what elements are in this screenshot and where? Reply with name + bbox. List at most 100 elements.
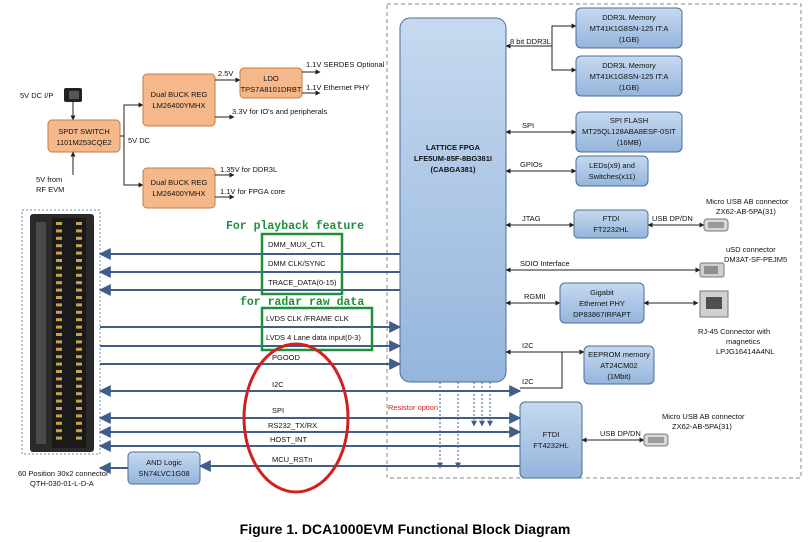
eeprom-title: EEPROM memory: [588, 350, 650, 359]
connector-pin: [76, 407, 82, 410]
ddr3l-bus-label: 8 bit DDR3L: [510, 37, 551, 46]
dc-input-label: 5V DC I/P: [20, 91, 53, 100]
rail-ddr3l: 1.35V for DDR3L: [220, 165, 277, 174]
rail-fpga-core: 1.1V for FPGA core: [220, 187, 285, 196]
usb1-title: Micro USB AB connector: [706, 197, 789, 206]
spi-flash-title: SPI FLASH: [610, 116, 648, 125]
gpio-bus-label: GPIOs: [520, 160, 543, 169]
usd-connector-icon: [699, 262, 725, 278]
rail-eth-phy: 1.1V Ethernet PHY: [306, 83, 369, 92]
connector-pin: [76, 384, 82, 388]
connector-pin: [76, 259, 82, 262]
connector-pin: [76, 370, 82, 373]
connector-pin: [56, 244, 62, 248]
connector-pin: [76, 325, 82, 329]
rail-serdes: 1.1V SERDES Optional: [306, 60, 385, 69]
connector-pin: [76, 429, 82, 433]
connector-pin: [56, 407, 62, 410]
micro-usb-icon: [703, 218, 729, 232]
eth-sub: Ethernet PHY: [579, 299, 625, 308]
connector-pin: [56, 355, 62, 359]
sig-pgood: PGOOD: [272, 353, 301, 362]
rail-ios: 3.3V for IO's and peripherals: [232, 107, 327, 116]
red-ellipse-highlight: [242, 342, 350, 494]
connector-pin: [56, 251, 62, 255]
sig-dmm-mux: DMM_MUX_CTL: [268, 240, 325, 249]
connector-pin: [76, 414, 82, 418]
fpga-block: [399, 17, 507, 383]
connector-pin: [56, 281, 62, 285]
connector-pin: [76, 399, 82, 403]
connector-pin: [76, 244, 82, 248]
sig-lvds-clk: LVDS CLK /FRAME CLK: [266, 314, 349, 323]
jtag-bus-label: JTAG: [522, 214, 541, 223]
eth-part: DP83867IRPAPT: [573, 310, 631, 319]
connector-pin: [56, 288, 62, 292]
fpga-title: LATTICE FPGA: [426, 143, 481, 152]
sig-dmm-clk: DMM CLK/SYNC: [268, 259, 326, 268]
buck-reg-2: [142, 167, 216, 209]
leds-sub: Switches(x11): [589, 172, 636, 181]
ftdi2-part: FT4232HL: [533, 441, 568, 450]
connector-pin: [56, 303, 62, 307]
eeprom-i2c-label: I2C: [522, 341, 534, 350]
connector-pin: [76, 266, 82, 270]
sig-lvds-data: LVDS 4 Lane data input(0-3): [266, 333, 361, 342]
buck1-title: Dual BUCK REG: [151, 90, 208, 99]
connector-pin: [56, 266, 62, 270]
board-outline: [386, 3, 802, 479]
spi-flash: [575, 111, 683, 153]
spi-bus-label: SPI: [522, 121, 534, 130]
usb2-part: ZX62-AB-5PA(31): [672, 422, 732, 431]
connector-pin: [56, 325, 62, 329]
usd-title: uSD connector: [726, 245, 776, 254]
connector-part: QTH-030-01-L-D-A: [30, 479, 94, 488]
samtec-connector: [21, 209, 101, 455]
connector-pin: [76, 229, 82, 233]
connector-pin: [56, 318, 62, 322]
radar-label: for radar raw data: [240, 296, 364, 309]
connector-pin: [56, 421, 62, 425]
connector-pin: [56, 273, 62, 277]
rj45-part: LPJG16414A4NL: [716, 347, 774, 356]
connector-pin: [56, 414, 62, 418]
resistor-option-label: Resistor option: [388, 403, 438, 412]
and-logic-title: AND Logic: [146, 458, 182, 467]
ftdi2-i2c-label: I2C: [522, 377, 534, 386]
connector-pin: [76, 310, 82, 314]
sig-spi: SPI: [272, 406, 284, 415]
ftdi-jtag-part: FT2232HL: [593, 225, 628, 234]
connector-pin: [76, 273, 82, 277]
resistor-option-lines: [437, 382, 493, 469]
connector-pin: [76, 347, 82, 351]
ddr1-title: DDR3L Memory: [602, 13, 656, 22]
connector-pin: [76, 340, 82, 344]
rj45-icon: [699, 290, 729, 318]
v25-label: 2.5V: [218, 69, 233, 78]
connector-pin: [56, 377, 62, 381]
sdio-bus-label: SDIO Interface: [520, 259, 570, 268]
sig-mcu-rst: MCU_RSTn: [272, 455, 312, 464]
connector-pin: [76, 421, 82, 425]
connector-pin: [76, 288, 82, 292]
connector-pin: [76, 303, 82, 307]
ddr2-title: DDR3L Memory: [602, 61, 656, 70]
micro-usb-icon-2: [643, 433, 669, 447]
rf-evm-label-2: RF EVM: [36, 185, 64, 194]
connector-pin: [76, 236, 82, 240]
connector-pin: [56, 429, 62, 433]
connector-pin: [56, 370, 62, 373]
ftdi-jtag-title: FTDI: [603, 214, 620, 223]
ftdi-ft4232hl: [519, 401, 583, 479]
connector-pin: [76, 251, 82, 255]
ftdi2-usb-label: USB DP/DN: [600, 429, 641, 438]
spdt-title: SPDT SWITCH: [58, 127, 110, 136]
spdt-part: 1101M253CQE2: [56, 138, 111, 147]
connector-pin: [56, 340, 62, 344]
ldo-title: LDO: [263, 74, 279, 83]
connector-pin: [56, 347, 62, 351]
connector-pin: [76, 392, 82, 396]
connector-pin: [76, 362, 82, 366]
fpga-part: LFE5UM-85F-8BG381I: [414, 154, 492, 163]
